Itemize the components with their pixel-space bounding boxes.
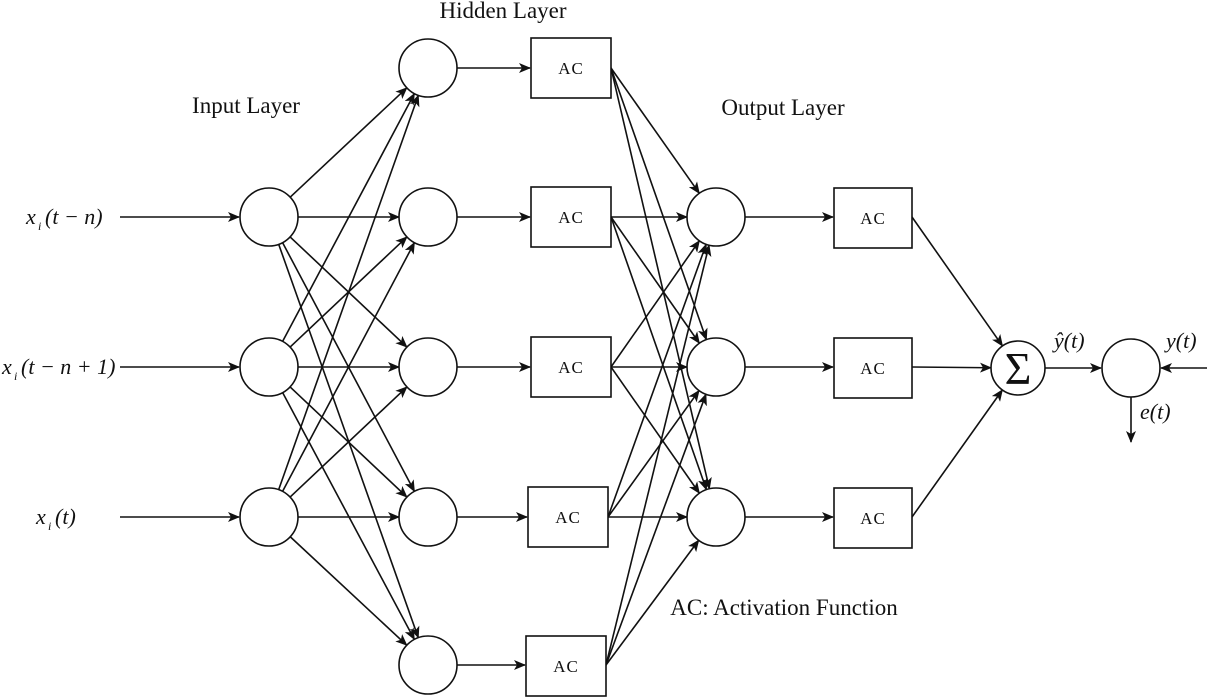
connections <box>120 63 1207 670</box>
svg-text:i: i <box>38 219 41 233</box>
svg-text:x: x <box>35 504 46 529</box>
target-label: y(t) <box>1164 328 1197 353</box>
hidden-node <box>398 487 458 547</box>
sigma-icon: Σ <box>1005 343 1032 394</box>
hidden-to-output-edge <box>607 389 700 518</box>
hidden-node <box>398 187 458 247</box>
input-node <box>239 337 299 397</box>
activation-to-sum-edge <box>911 389 1004 518</box>
output-activation-box: AC <box>833 487 913 549</box>
activation-box-label: AC <box>558 358 584 377</box>
hidden-to-output-edge <box>610 239 701 368</box>
hidden-to-output-edge <box>610 216 701 345</box>
activation-box-label: AC <box>555 508 581 527</box>
svg-text:(t): (t) <box>55 504 76 529</box>
hidden-to-output-edge <box>605 539 700 666</box>
input-to-hidden-edge <box>289 386 408 498</box>
hidden-activation-box: AC <box>530 37 612 99</box>
output-node <box>686 187 746 247</box>
nodes: AC AC AC AC AC AC AC AC Σ <box>239 37 1161 697</box>
input-to-hidden-edge <box>281 392 416 641</box>
activation-box-frame <box>525 635 607 697</box>
hidden-activation-box: AC <box>525 635 607 697</box>
activation-box-frame <box>530 186 612 248</box>
input-label-1: x i (t − n + 1) <box>1 354 115 383</box>
input-node <box>239 187 299 247</box>
input-to-hidden-edge <box>281 92 416 342</box>
input-layer-label: Input Layer <box>192 93 300 118</box>
hidden-to-output-edge <box>610 67 708 341</box>
activation-legend: AC: Activation Function <box>670 595 898 620</box>
svg-text:(t − n): (t − n) <box>45 204 103 229</box>
hidden-activation-box: AC <box>530 186 612 248</box>
output-activation-box: AC <box>833 337 913 399</box>
activation-box-frame <box>527 486 609 548</box>
output-activation-box: AC <box>833 187 913 249</box>
activation-box-label: AC <box>558 208 584 227</box>
output-layer-label: Output Layer <box>721 95 845 120</box>
activation-box-frame <box>530 37 612 99</box>
summation-node: Σ <box>990 340 1046 396</box>
svg-text:i: i <box>14 369 17 383</box>
output-node <box>686 337 746 397</box>
input-to-hidden-edge <box>289 87 408 198</box>
input-node <box>239 487 299 547</box>
hidden-to-output-edge <box>610 366 701 495</box>
input-label-0: x i (t − n) <box>25 204 103 233</box>
input-to-hidden-edge <box>277 94 420 490</box>
activation-box-label: AC <box>860 509 886 528</box>
hidden-activation-box: AC <box>530 336 612 398</box>
svg-text:x: x <box>1 354 12 379</box>
svg-text:x: x <box>25 204 36 229</box>
hidden-node <box>398 635 458 695</box>
activation-box-frame <box>530 336 612 398</box>
activation-to-sum-edge <box>911 216 1004 347</box>
activation-box-label: AC <box>553 657 579 676</box>
svg-text:(t − n + 1): (t − n + 1) <box>21 354 115 379</box>
hidden-to-output-edge <box>607 243 708 518</box>
activation-box-frame <box>833 187 913 249</box>
prediction-label: ŷ(t) <box>1052 328 1085 353</box>
hidden-activation-box: AC <box>527 486 609 548</box>
hidden-node <box>398 337 458 397</box>
activation-to-sum-edge <box>911 362 993 373</box>
input-label-2: x i (t) <box>35 504 76 533</box>
output-node <box>686 487 746 547</box>
hidden-to-output-edge <box>610 67 700 195</box>
error-node <box>1101 338 1161 398</box>
summation-circle <box>990 340 1046 396</box>
hidden-layer-label: Hidden Layer <box>439 0 566 23</box>
hidden-to-output-edge <box>610 67 712 490</box>
hidden-to-output-edge <box>610 216 708 491</box>
hidden-node <box>398 38 458 98</box>
svg-text:i: i <box>48 519 51 533</box>
hidden-to-output-edge <box>605 393 707 666</box>
activation-box-frame <box>833 487 913 549</box>
input-to-hidden-edge <box>281 241 416 492</box>
error-label: e(t) <box>1140 399 1171 424</box>
activation-box-frame <box>833 337 913 399</box>
activation-box-label: AC <box>860 359 886 378</box>
activation-box-label: AC <box>558 59 584 78</box>
activation-box-label: AC <box>860 209 886 228</box>
hidden-to-output-edge <box>605 244 712 666</box>
input-to-hidden-edge <box>289 536 408 646</box>
